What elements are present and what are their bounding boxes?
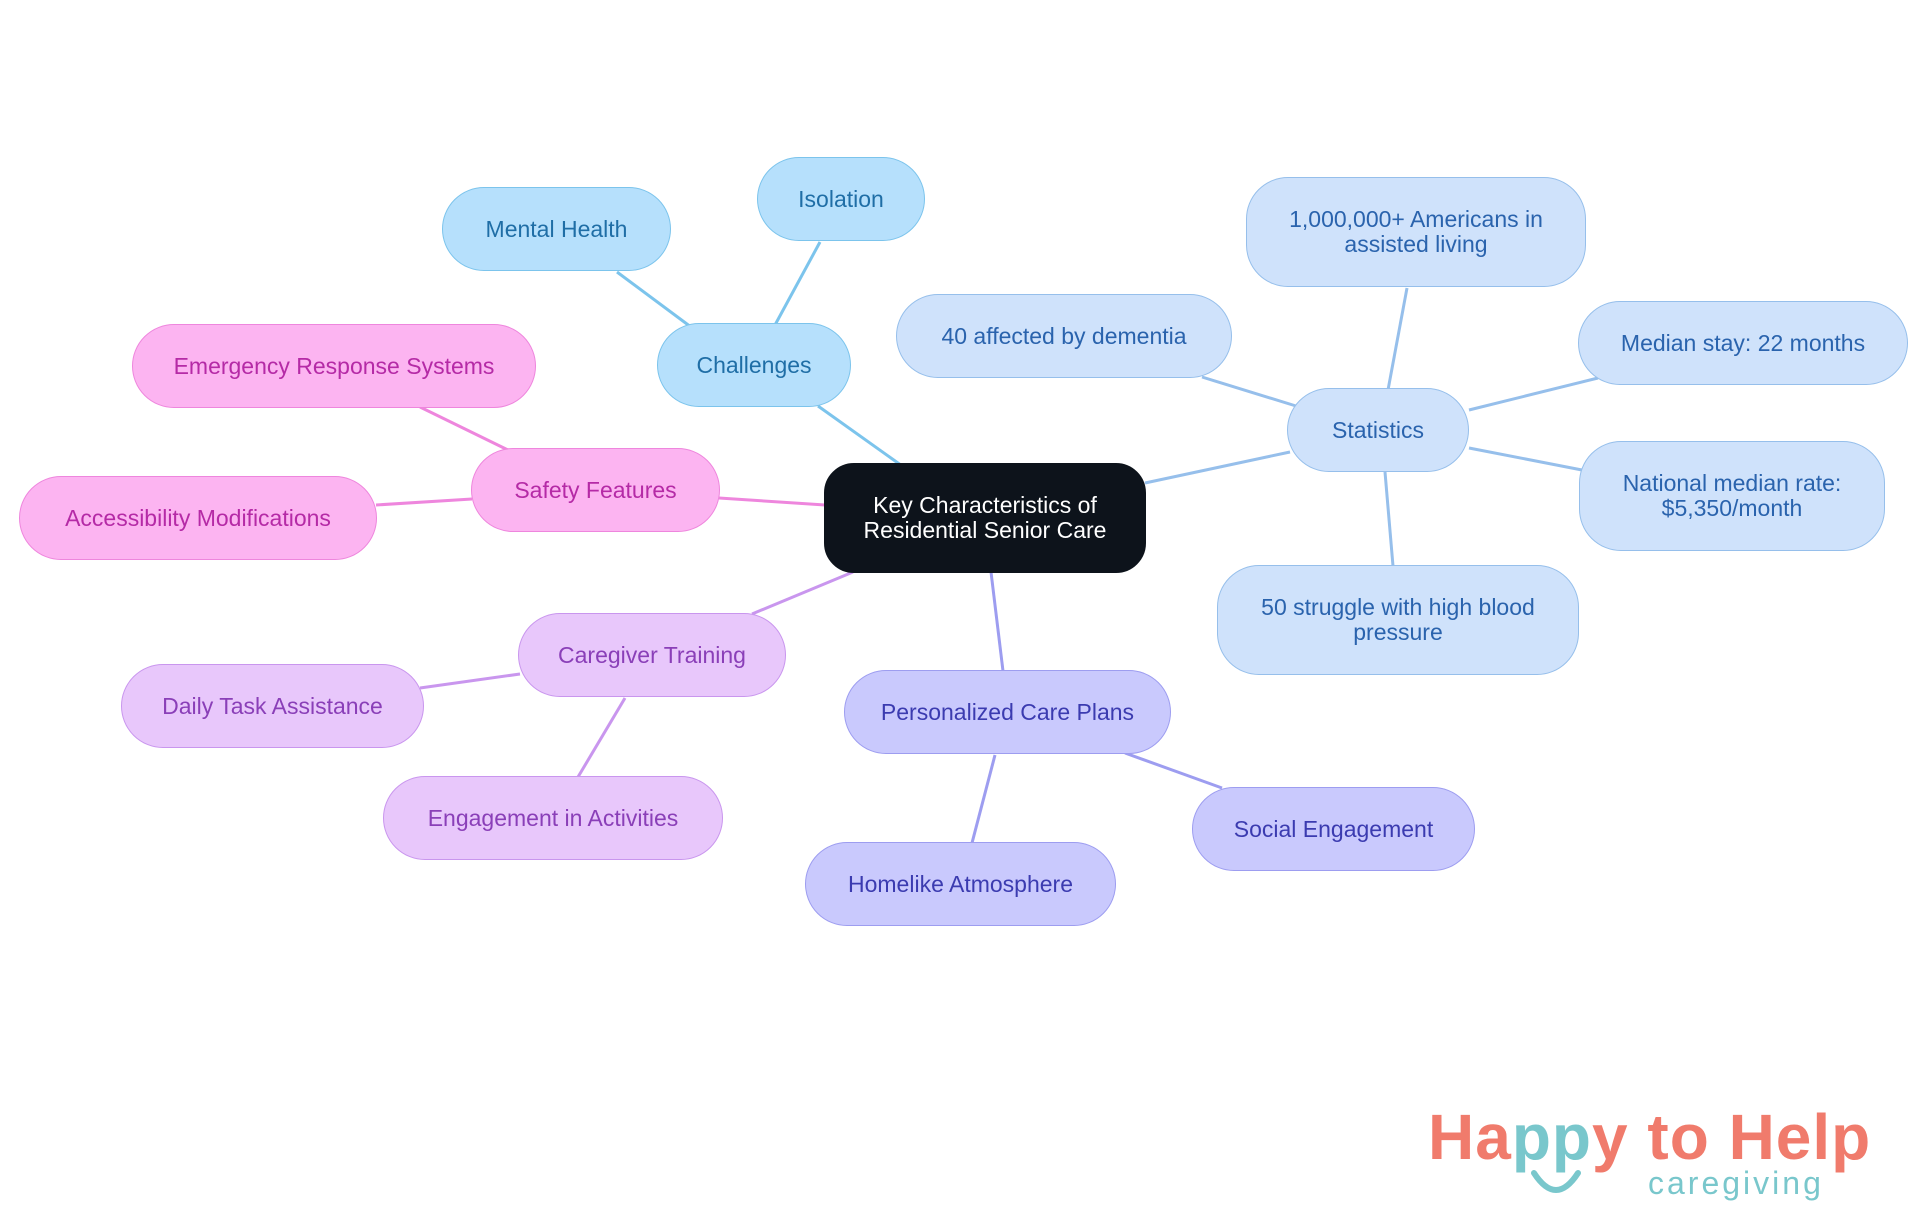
logo-tagline: caregiving bbox=[1648, 1165, 1824, 1201]
link-statistics-americans bbox=[1386, 287, 1409, 391]
link-plans-homelike bbox=[970, 754, 997, 844]
link-safety-emergency bbox=[419, 405, 509, 452]
link-training-engagement bbox=[576, 697, 627, 778]
node-daily-task-assistance[interactable]: Daily Task Assistance bbox=[121, 664, 424, 748]
node-blood-pressure[interactable]: 50 struggle with high blood pressure bbox=[1217, 565, 1579, 675]
link-challenges-isolation bbox=[773, 241, 822, 326]
link-root-statistics bbox=[1144, 450, 1291, 485]
link-statistics-dementia bbox=[1201, 375, 1297, 408]
link-statistics-median-rate bbox=[1468, 446, 1583, 472]
link-root-safety bbox=[718, 496, 826, 507]
link-safety-accessibility bbox=[375, 497, 473, 507]
node-accessibility-modifications[interactable]: Accessibility Modifications bbox=[19, 476, 377, 560]
node-homelike-atmosphere[interactable]: Homelike Atmosphere bbox=[805, 842, 1116, 926]
node-median-rate[interactable]: National median rate: $5,350/month bbox=[1579, 441, 1885, 551]
link-statistics-blood-pressure bbox=[1383, 471, 1395, 567]
node-americans-assisted-living[interactable]: 1,000,000+ Americans in assisted living bbox=[1246, 177, 1586, 287]
node-statistics[interactable]: Statistics bbox=[1287, 388, 1469, 472]
smile-icon bbox=[1531, 1170, 1581, 1193]
node-dementia[interactable]: 40 affected by dementia bbox=[896, 294, 1232, 378]
node-mental-health[interactable]: Mental Health bbox=[442, 187, 671, 271]
link-training-daily bbox=[419, 672, 521, 690]
node-safety-features[interactable]: Safety Features bbox=[471, 448, 720, 532]
link-challenges-mental-health bbox=[616, 270, 696, 332]
node-social-engagement[interactable]: Social Engagement bbox=[1192, 787, 1475, 871]
root-node[interactable]: Key Characteristics of Residential Senio… bbox=[824, 463, 1146, 573]
node-engagement-activities[interactable]: Engagement in Activities bbox=[383, 776, 723, 860]
link-plans-social bbox=[1124, 751, 1223, 790]
node-challenges[interactable]: Challenges bbox=[657, 323, 851, 407]
node-caregiver-training[interactable]: Caregiver Training bbox=[518, 613, 786, 697]
link-root-training bbox=[751, 570, 854, 616]
node-median-stay[interactable]: Median stay: 22 months bbox=[1578, 301, 1908, 385]
brand-logo: Happy to Help caregiving bbox=[1420, 1105, 1890, 1215]
logo-wordmark: Happy to Help bbox=[1428, 1101, 1872, 1173]
node-isolation[interactable]: Isolation bbox=[757, 157, 925, 241]
node-emergency-response[interactable]: Emergency Response Systems bbox=[132, 324, 536, 408]
node-personalized-care-plans[interactable]: Personalized Care Plans bbox=[844, 670, 1171, 754]
link-root-challenges bbox=[817, 404, 906, 470]
link-root-plans bbox=[989, 571, 1005, 672]
link-statistics-median-stay bbox=[1468, 376, 1599, 412]
